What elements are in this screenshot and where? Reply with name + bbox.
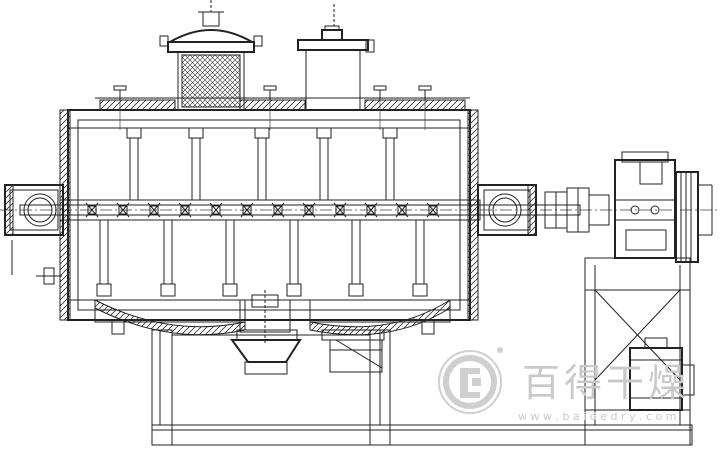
paddle-hub [335,205,345,215]
nozzle-cap [113,85,127,91]
drive-motor [629,337,695,411]
top-insulation [95,97,470,111]
right-bearing-housing [477,184,537,236]
heating-tube [289,219,299,285]
paddle-arm [209,202,223,218]
heating-tube [257,137,267,201]
paddle-hub [180,205,190,215]
tube-flange [222,283,238,297]
paddle-hub [242,205,252,215]
heating-tube [225,219,235,285]
paddle-hub [304,205,314,215]
discharge-actuator [321,329,385,373]
bottom-insulation [94,299,451,336]
support-foot [421,319,435,335]
paddle-arm [271,202,285,218]
tube-flange [96,283,112,297]
paddle-hub [149,205,159,215]
paddle-hub [366,205,376,215]
belt-pulley [675,171,713,263]
paddle-arm [395,202,409,218]
heating-tube [385,137,395,201]
heating-tubes [96,127,428,297]
paddle-hub [87,205,97,215]
top-nozzles [111,85,435,335]
paddle-arm [147,202,161,218]
left-bearing-housing [4,184,64,285]
paddle-arm [302,202,316,218]
tube-flange [348,283,364,297]
paddle-arm [364,202,378,218]
paddle-arm [85,202,99,218]
watermark-brand-text: 百得干燥 [522,361,690,405]
vapor-outlet [297,4,375,111]
dryer-shell [59,109,479,323]
tube-flange [382,127,398,139]
paddle-hub [211,205,221,215]
paddle-arm [426,202,440,218]
paddle-hub [397,205,407,215]
nozzle-cap [263,85,277,91]
tube-flange [160,283,176,297]
heating-tube [129,137,139,201]
paddle-hub [273,205,283,215]
coupling [544,187,610,233]
heating-tube [319,137,329,201]
paddles [85,202,440,218]
paddle-arm [333,202,347,218]
nozzle-cap [418,85,432,91]
paddle-hub [118,205,128,215]
nozzle-cap [373,85,387,91]
heating-tube [351,219,361,285]
tube-flange [126,127,142,139]
paddle-arm [116,202,130,218]
heating-tube [415,219,425,285]
tube-flange [286,283,302,297]
tube-flange [412,283,428,297]
watermark-logo-icon [438,347,503,414]
tube-flange [188,127,204,139]
gear-reducer [614,151,676,259]
paddle-arm [178,202,192,218]
watermark-website: w w w . b a i d e d r y . c o m [518,410,676,423]
tube-flange [254,127,270,139]
tube-flange [316,127,332,139]
support-foot [111,319,125,335]
discharge-outlet [230,290,302,375]
heating-tube [163,219,173,285]
heating-tube [191,137,201,201]
paddle-hub [428,205,438,215]
feed-inlet-dome [159,0,263,111]
heating-tube [99,219,109,285]
paddle-arm [240,202,254,218]
